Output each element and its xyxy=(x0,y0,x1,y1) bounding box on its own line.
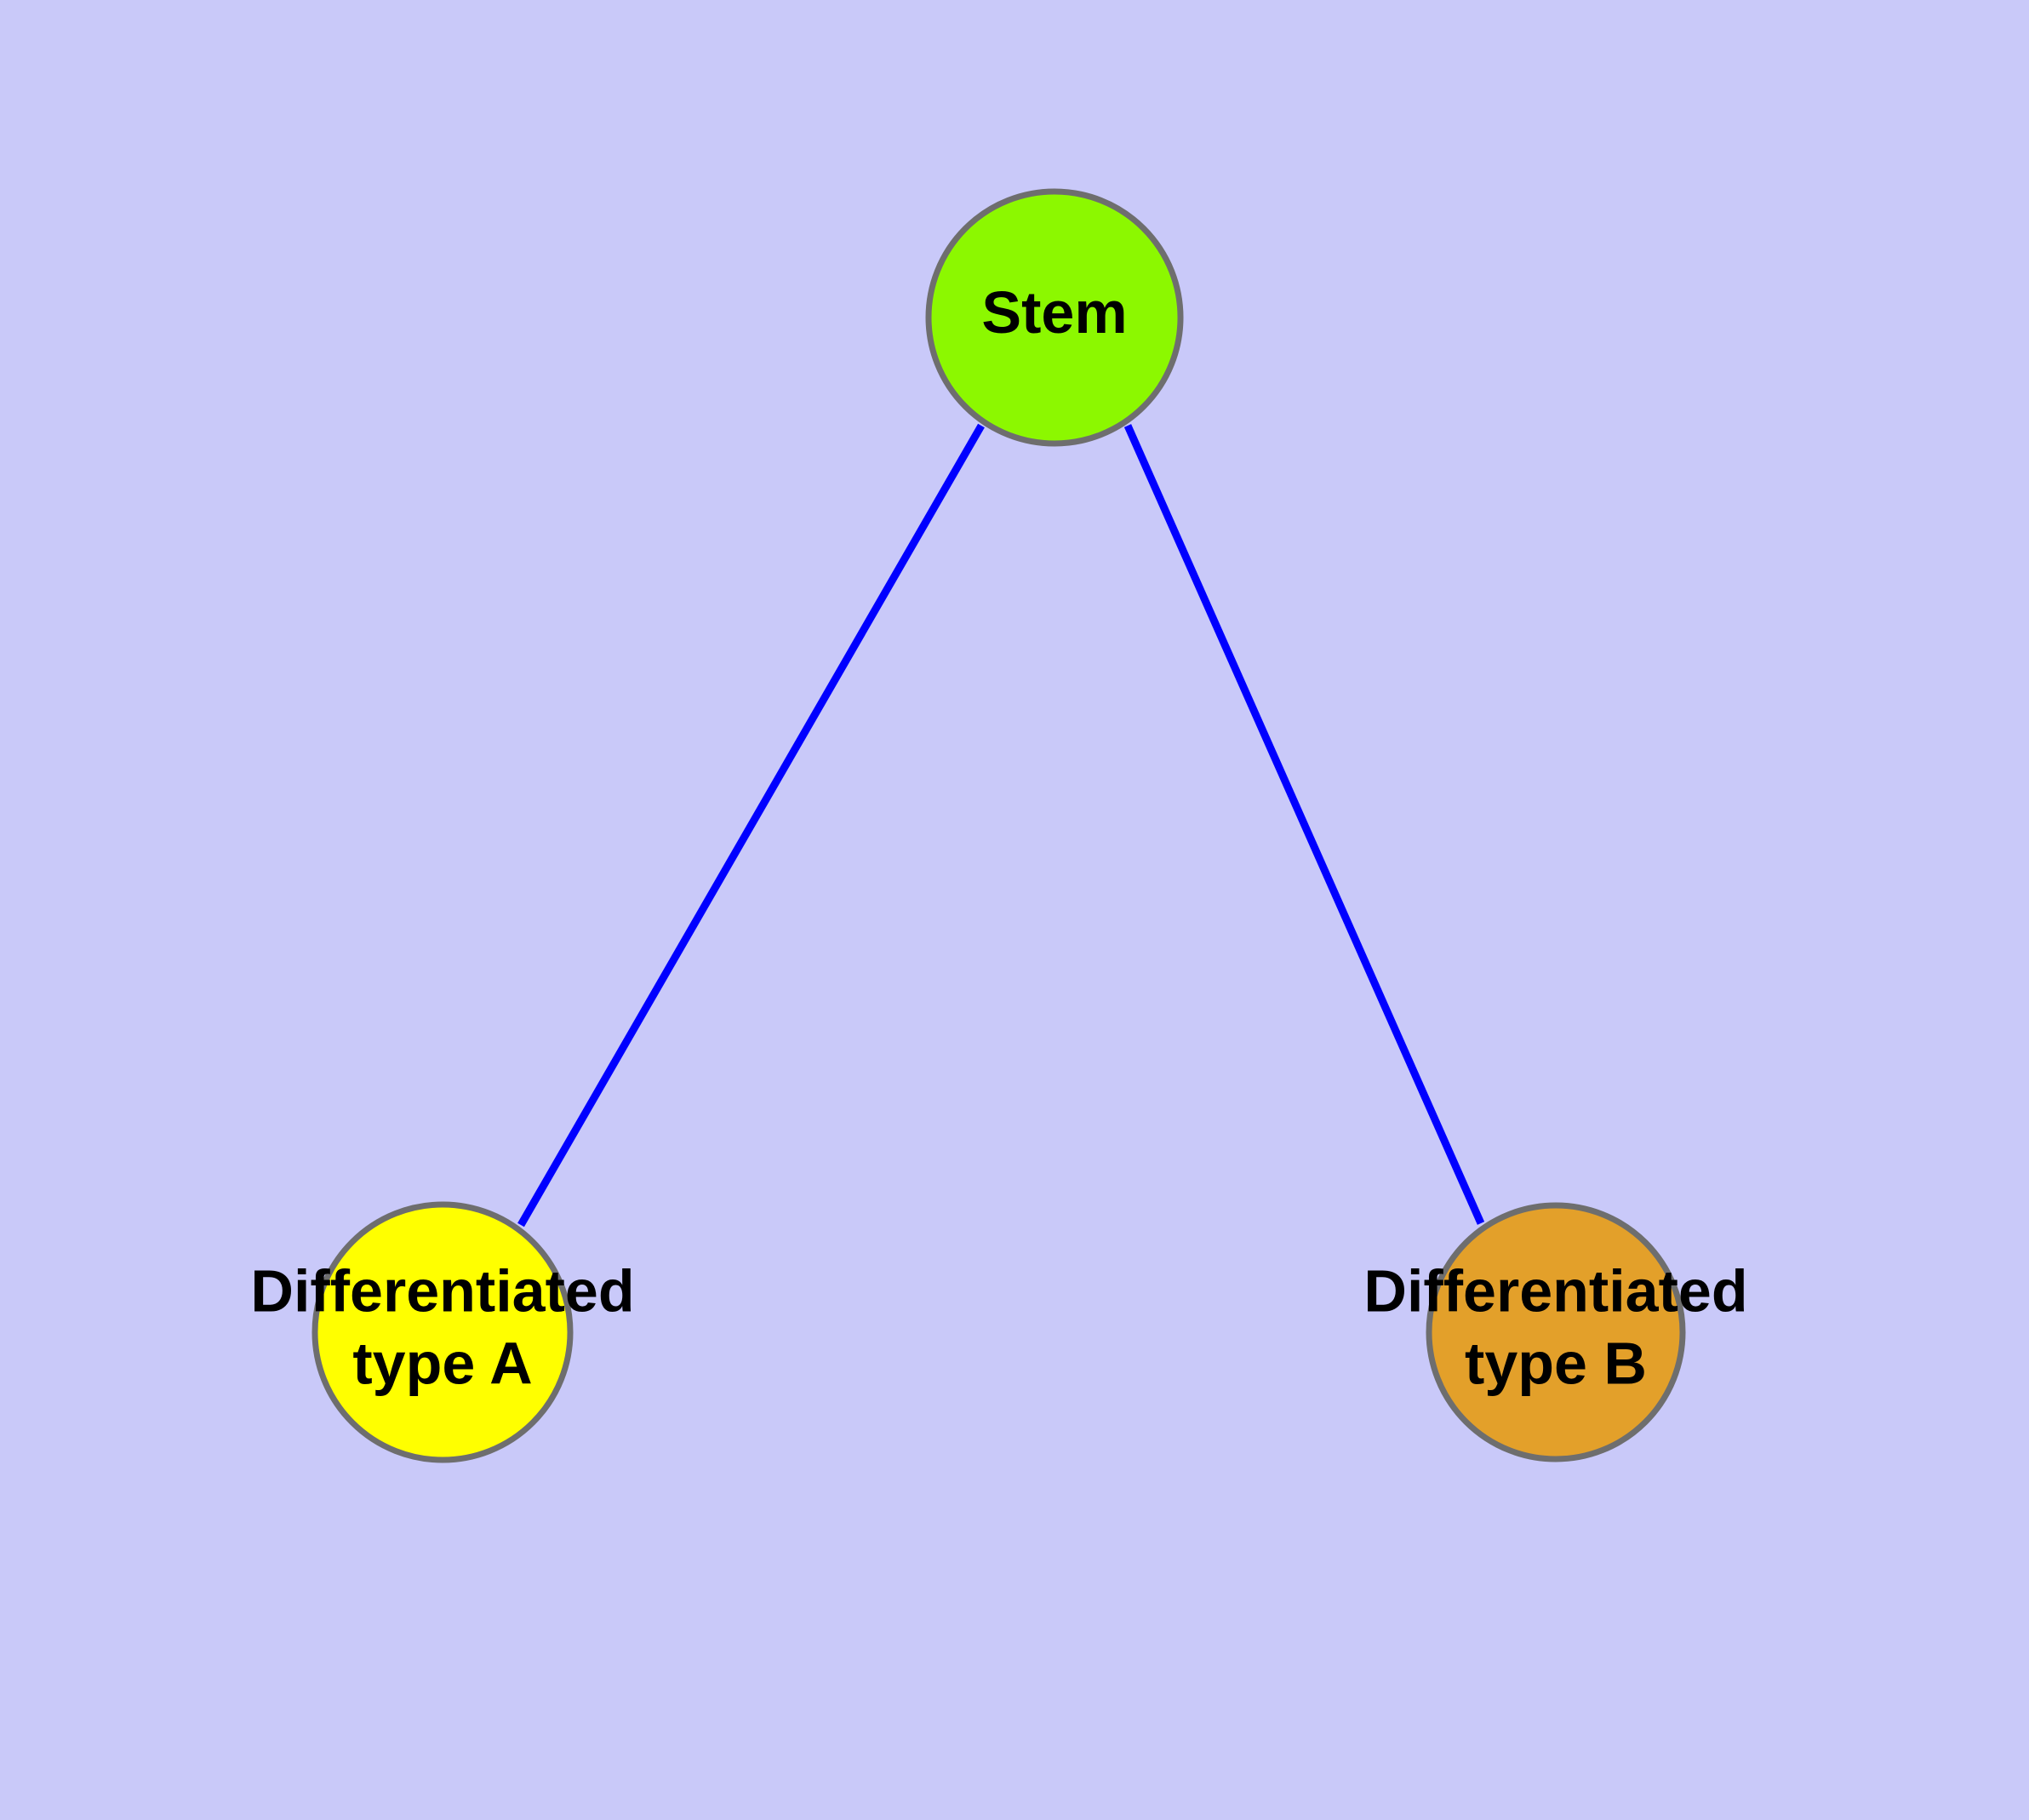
node-label-line: Differentiated xyxy=(250,1258,634,1325)
node-label-stem: Stem xyxy=(981,279,1127,346)
node-diff-a[interactable] xyxy=(311,1201,574,1463)
edge-stem-to-diff-b xyxy=(1123,424,1485,1225)
node-diff-b[interactable] xyxy=(1426,1202,1686,1462)
node-label-line: type A xyxy=(352,1331,532,1397)
node-label-line: Differentiated xyxy=(1363,1258,1747,1325)
node-stem[interactable] xyxy=(925,188,1184,447)
nodes-layer xyxy=(311,188,1686,1463)
edges-layer xyxy=(517,423,1485,1228)
edge-stem-to-diff-a xyxy=(517,423,985,1228)
node-label-line: type B xyxy=(1465,1331,1647,1397)
node-label-line: Stem xyxy=(981,279,1127,346)
